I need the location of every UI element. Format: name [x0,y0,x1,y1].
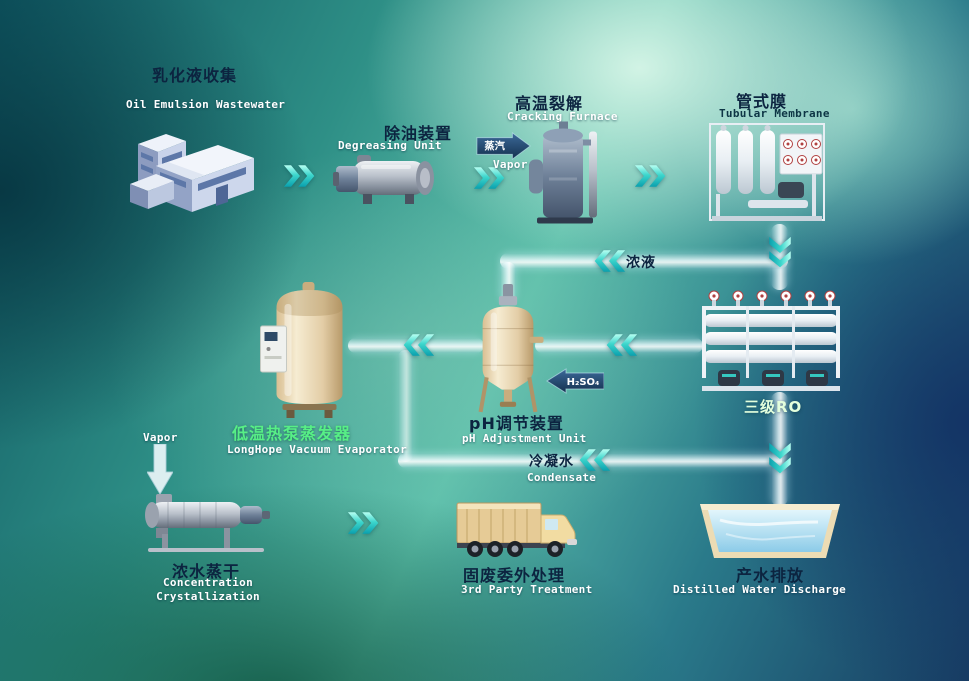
tubular-membrane-illustration [709,123,825,221]
collection-label-en: Oil Emulsion Wastewater [126,98,286,111]
factory-illustration [130,134,254,212]
evaporator-label-en: LongHope Vacuum Evaporator [227,443,407,456]
acid-arrow-icon: H₂SO₄ [546,368,604,394]
pipe-condensate-riser [398,350,413,462]
collection-label-zh: 乳化液收集 [152,66,238,85]
vapor-down-arrow-icon [147,444,173,495]
vapor-down-label: Vapor [143,431,178,444]
ph-vessel-illustration [478,284,544,413]
crystallization-en-line1: Concentration [163,576,253,589]
degreasing-label-en: Degreasing Unit [338,139,442,152]
pipe-ro-to-pool [771,392,788,506]
truck-illustration [456,502,577,557]
flow-chevron-icon [283,165,315,187]
flow-chevron-left-icon [594,250,626,272]
evaporator-label-zh: 低温热泵蒸发器 [232,424,352,443]
flow-chevron-left-icon [606,334,638,356]
cracking-label-en: Cracking Furnace [507,110,618,123]
flow-chevron-icon [347,512,379,534]
truck-label-en: 3rd Party Treatment [461,583,593,596]
pipe-concentrate [500,253,788,269]
condensate-label-zh: 冷凝水 [529,454,574,470]
crystallization-label-zh: 浓水蒸干 [172,562,241,581]
discharge-pool-illustration [700,504,840,558]
flow-chevron-left-icon [403,334,435,356]
pipe-ro-to-ph [535,338,703,353]
membrane-label-en: Tubular Membrane [719,107,830,120]
ph-label-zh: pH调节装置 [469,414,564,433]
flow-chevron-down-icon [769,236,791,268]
ro-label: 三级RO [744,398,803,416]
membrane-label-zh: 管式膜 [736,92,788,111]
ro-unit-illustration [702,290,840,391]
crystallization-label-en: Concentration Crystallization [138,576,278,604]
steam-vapor-label: Vapor [493,158,528,171]
flow-chevron-icon [634,165,666,187]
crystallizer-illustration [145,494,270,552]
truck-label-zh: 固废委外处理 [463,566,566,585]
ph-label-en: pH Adjustment Unit [462,432,587,445]
flow-chevron-left-icon [579,449,611,471]
steam-arrow-label: 蒸汽 [484,140,505,153]
pipe-condensate [398,453,782,468]
steam-arrow-icon: 蒸汽 [476,132,531,160]
condensate-label-en: Condensate [527,471,597,484]
acid-arrow-label: H₂SO₄ [567,377,600,388]
crystallization-en-line2: Crystallization [156,590,260,603]
degreasing-unit-illustration [333,155,434,204]
concentrate-label: 浓液 [626,255,656,271]
degreasing-label-zh: 除油装置 [384,124,453,143]
cracking-furnace-illustration [529,121,597,224]
cracking-label-zh: 高温裂解 [515,94,584,113]
flow-chevron-down-icon [769,442,791,474]
discharge-label-zh: 产水排放 [736,566,805,585]
discharge-label-en: Distilled Water Discharge [673,583,847,596]
pipe-ph-to-evaporator [348,338,484,353]
evaporator-illustration [260,282,343,418]
flow-chevron-icon [473,167,505,189]
